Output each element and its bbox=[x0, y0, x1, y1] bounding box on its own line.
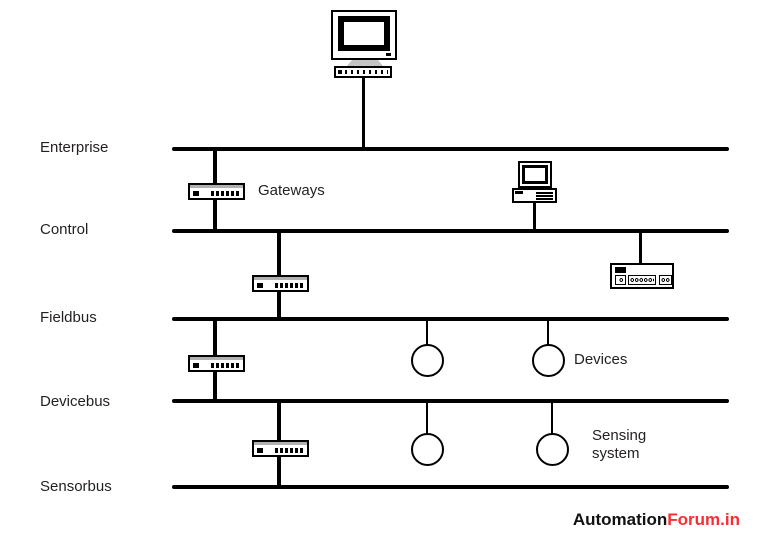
gateways-label: Gateways bbox=[258, 182, 325, 199]
gateway-icon bbox=[188, 355, 245, 372]
brand-accent: Forum.in bbox=[667, 510, 740, 529]
connector-line bbox=[533, 202, 536, 231]
label-fieldbus: Fieldbus bbox=[40, 309, 97, 326]
connector-line bbox=[639, 231, 642, 265]
device-circle-icon bbox=[411, 344, 444, 377]
brand-text: AutomationForum.in bbox=[573, 510, 740, 530]
label-enterprise: Enterprise bbox=[40, 139, 109, 156]
keyboard-icon bbox=[334, 66, 392, 78]
gateway-icon bbox=[252, 275, 309, 292]
label-devicebus: Devicebus bbox=[40, 393, 111, 410]
fieldbus-bus-line bbox=[172, 317, 729, 321]
computer-case-icon bbox=[512, 188, 557, 203]
desktop-computer-icon bbox=[330, 10, 400, 78]
connector-line bbox=[426, 320, 428, 346]
monitor-stand-icon bbox=[347, 60, 383, 66]
sensor-circle-icon bbox=[411, 433, 444, 466]
enterprise-bus-line bbox=[172, 147, 729, 151]
connector-line bbox=[547, 320, 549, 346]
control-bus-line bbox=[172, 229, 729, 233]
devicebus-bus-line bbox=[172, 399, 729, 403]
label-sensorbus: Sensorbus bbox=[40, 478, 112, 495]
device-circle-icon bbox=[532, 344, 565, 377]
monitor-icon bbox=[518, 161, 552, 188]
brand-primary: Automation bbox=[572, 510, 668, 529]
connector-line bbox=[551, 402, 553, 435]
gateway-icon bbox=[188, 183, 245, 200]
sensorbus-bus-line bbox=[172, 485, 729, 489]
sensing-system-label: Sensing system bbox=[592, 427, 646, 463]
monitor-icon bbox=[331, 10, 397, 60]
sensing-line1: Sensing bbox=[592, 427, 647, 444]
label-control: Control bbox=[40, 221, 89, 238]
sensing-line2: system bbox=[592, 445, 640, 462]
sensor-circle-icon bbox=[536, 433, 569, 466]
controller-icon bbox=[610, 263, 674, 289]
devices-label: Devices bbox=[574, 351, 628, 368]
gateway-icon bbox=[252, 440, 309, 457]
workstation-icon bbox=[512, 161, 558, 203]
connector-line bbox=[426, 402, 428, 435]
connector-line bbox=[362, 72, 365, 149]
